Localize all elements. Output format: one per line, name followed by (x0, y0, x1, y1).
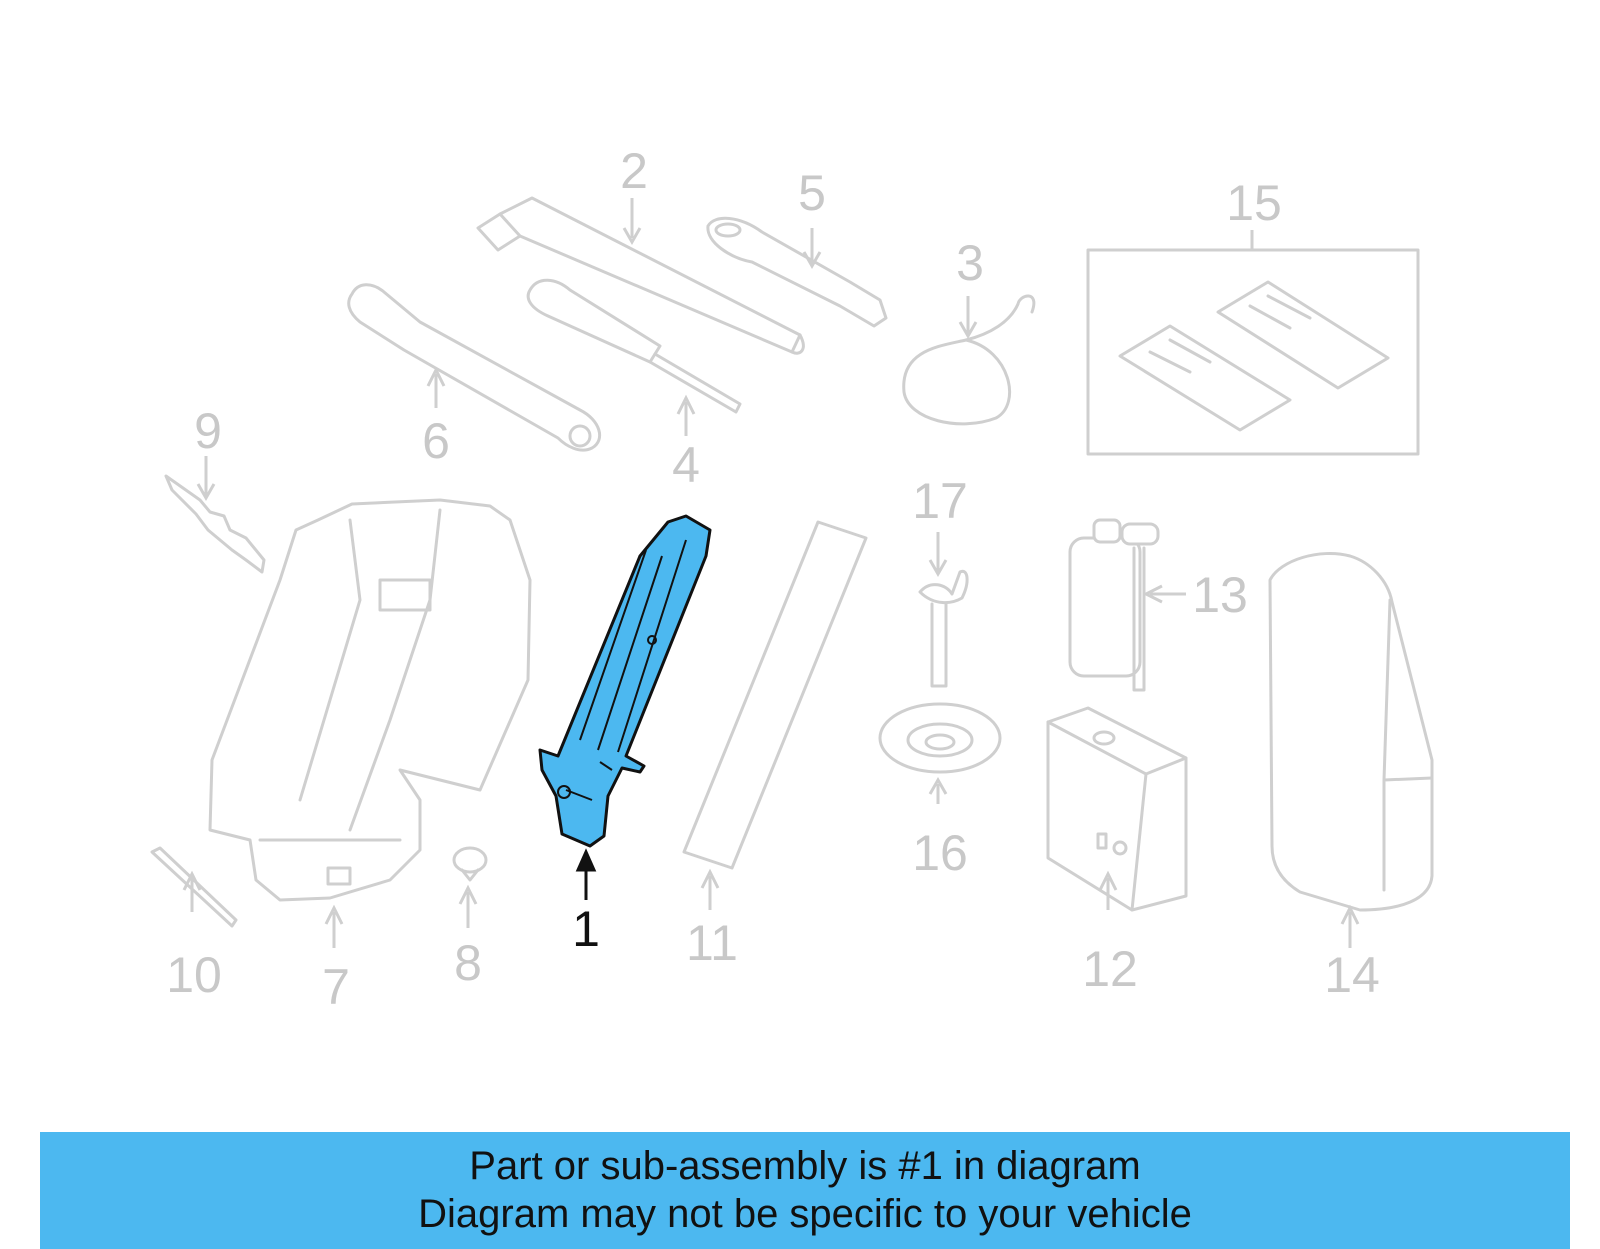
part-1-jack (538, 514, 712, 848)
part-9-clip (164, 474, 266, 574)
callout-7: 7 (322, 959, 350, 1015)
part-3-hook-wire (902, 294, 1036, 426)
callout-5: 5 (798, 165, 826, 221)
callout-1: 1 (572, 901, 600, 957)
callout-17: 17 (912, 473, 968, 529)
callout-15: 15 (1226, 175, 1282, 231)
part-14-cover (1268, 552, 1434, 912)
callout-9: 9 (194, 403, 222, 459)
parts-diagram: 1 2 3 4 5 6 7 8 9 10 11 12 13 14 15 16 1… (150, 143, 1434, 1015)
part-13-sealant-bottle (1068, 518, 1160, 692)
part-11-bar (682, 520, 868, 870)
banner-line-1: Part or sub-assembly is #1 in diagram (469, 1144, 1141, 1188)
callout-6: 6 (422, 413, 450, 469)
part-6-socket-extension (347, 283, 602, 452)
part-10-strip (150, 846, 238, 928)
callout-4: 4 (672, 437, 700, 493)
callout-11: 11 (686, 915, 738, 971)
part-7-tray (208, 498, 532, 902)
callout-2: 2 (620, 143, 648, 199)
part-17-wing-bolt (918, 569, 969, 688)
part-2-lug-wrench (476, 196, 805, 355)
part-15-label-set (1086, 248, 1420, 456)
part-5-ratchet-handle (706, 216, 888, 328)
callout-10: 10 (166, 947, 222, 1003)
leader-lines (182, 198, 1360, 948)
callout-8: 8 (454, 935, 482, 991)
callout-13: 13 (1192, 567, 1248, 623)
callout-14: 14 (1324, 947, 1380, 1003)
callout-3: 3 (956, 235, 984, 291)
callout-16: 16 (912, 825, 968, 881)
part-4-screwdriver (526, 278, 742, 414)
banner-line-2: Diagram may not be specific to your vehi… (418, 1192, 1192, 1236)
callout-12: 12 (1082, 941, 1138, 997)
callouts: 1 2 3 4 5 6 7 8 9 10 11 12 13 14 15 16 1… (166, 143, 1380, 1015)
part-12-compressor (1046, 706, 1188, 912)
info-banner: Part or sub-assembly is #1 in diagram Di… (40, 1132, 1570, 1249)
part-16-spacer-disc (878, 702, 1002, 774)
part-8-pin (452, 846, 488, 882)
